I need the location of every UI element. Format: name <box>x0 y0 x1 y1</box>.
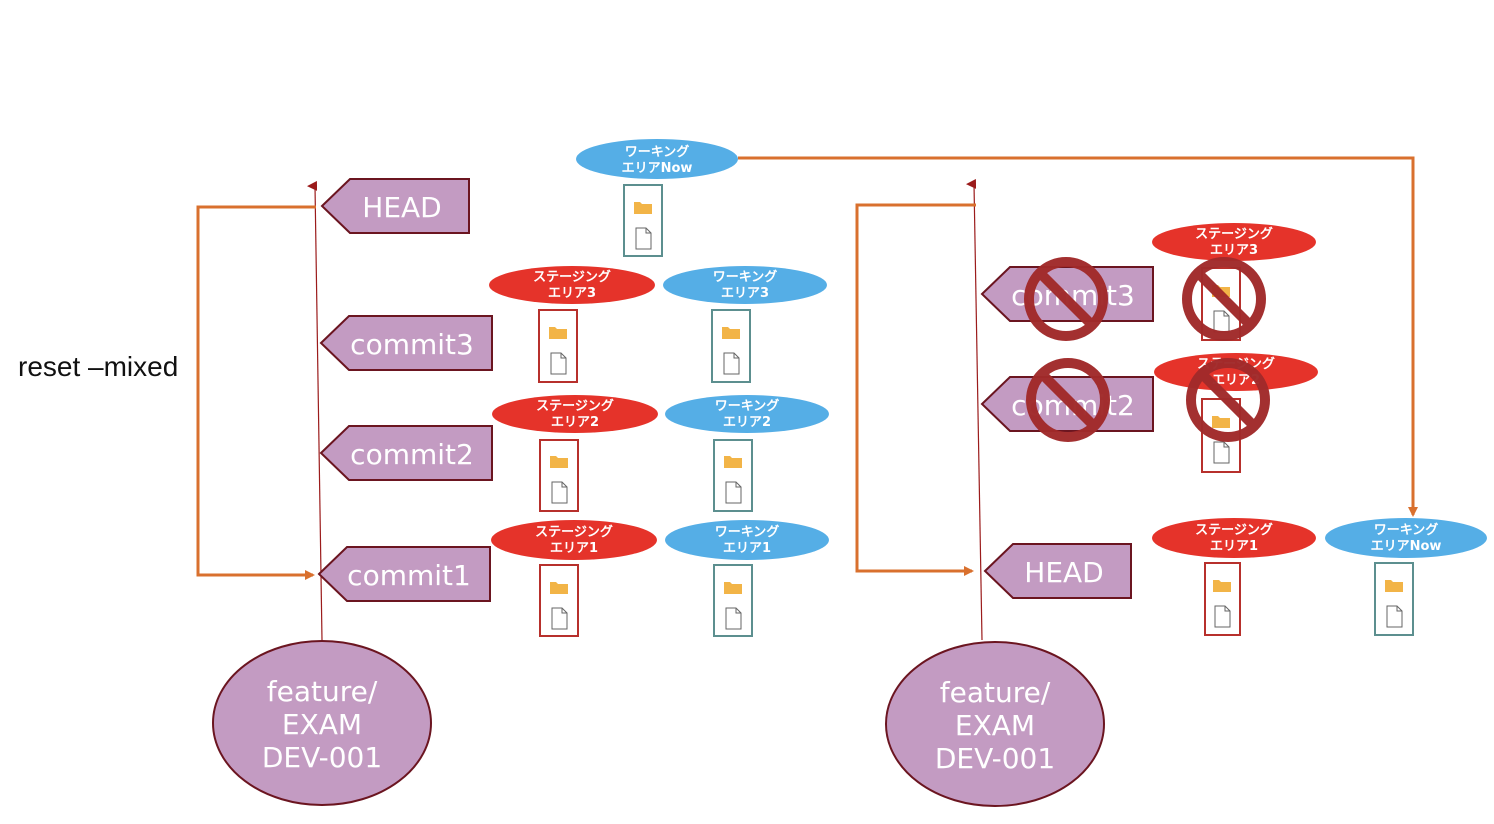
prohibit-icon <box>1024 257 1108 341</box>
right-branch-line1: feature/ <box>940 676 1051 709</box>
left-reset-arrow <box>196 205 316 580</box>
left-staging-area2: ステージング エリア2 <box>492 395 658 512</box>
left-working2-line1: ワーキング <box>715 398 780 414</box>
prohibit-icon <box>1182 257 1266 341</box>
left-working3-line2: エリア3 <box>721 286 769 301</box>
right-branch-line2: EXAM <box>955 709 1035 742</box>
left-head-label: HEAD <box>362 191 441 224</box>
left-staging-area3: ステージング エリア3 <box>489 266 655 383</box>
left-commit2-label: commit2 <box>350 438 474 471</box>
right-working-now: ワーキング エリアNow <box>1325 518 1487 636</box>
right-staging-area3: ステージング エリア3 <box>1152 223 1316 341</box>
left-commit2-tag: commit2 <box>319 425 493 481</box>
right-head-label: HEAD <box>1024 556 1103 589</box>
left-working-area3: ワーキング エリア3 <box>663 266 827 383</box>
left-branch-ellipse: feature/ EXAM DEV-001 <box>212 640 432 806</box>
left-staging1-line1: ステージング <box>535 524 613 540</box>
reset-mixed-caption: reset –mixed <box>18 351 178 382</box>
left-working-area2: ワーキング エリア2 <box>665 395 829 512</box>
left-commit1-tag: commit1 <box>317 546 491 602</box>
left-working3-line1: ワーキング <box>713 269 778 285</box>
right-branch-ellipse: feature/ EXAM DEV-001 <box>885 641 1105 807</box>
prohibit-icon <box>1026 358 1110 442</box>
left-working-now-line1: ワーキング <box>625 144 690 160</box>
left-staging3-line2: エリア3 <box>548 286 596 301</box>
prohibit-icon <box>1186 358 1270 442</box>
left-timeline-arrow <box>307 180 323 641</box>
left-working2-line2: エリア2 <box>723 415 771 430</box>
right-staging-area1: ステージング エリア1 <box>1152 518 1316 636</box>
left-branch-line1: feature/ <box>267 675 378 708</box>
left-staging2-line2: エリア2 <box>551 415 599 430</box>
left-working-now-line2: エリアNow <box>622 161 693 176</box>
right-staging1-line1: ステージング <box>1195 522 1273 538</box>
right-head-tag: HEAD <box>983 543 1132 599</box>
left-branch-line2: EXAM <box>282 708 362 741</box>
left-staging-area1: ステージング エリア1 <box>491 520 657 637</box>
left-staging2-line1: ステージング <box>536 398 614 414</box>
right-working-now-line2: エリアNow <box>1371 539 1442 554</box>
left-branch-line3: DEV-001 <box>262 741 382 774</box>
working-now-carry-arrow <box>738 156 1418 517</box>
left-staging3-line1: ステージング <box>533 269 611 285</box>
right-staging2-line2: エリア2 <box>1212 373 1260 388</box>
left-working1-line2: エリア1 <box>723 541 771 556</box>
left-working1-line1: ワーキング <box>715 524 780 540</box>
left-commit3-tag: commit3 <box>319 315 493 371</box>
right-working-now-line1: ワーキング <box>1374 522 1439 538</box>
right-timeline-arrow <box>966 178 983 641</box>
right-staging3-line1: ステージング <box>1195 226 1273 242</box>
left-staging1-line2: エリア1 <box>550 541 598 556</box>
left-commit3-label: commit3 <box>350 328 474 361</box>
right-reset-arrow <box>855 203 976 576</box>
left-working-area1: ワーキング エリア1 <box>665 520 829 637</box>
right-staging3-line2: エリア3 <box>1210 243 1258 258</box>
right-staging1-line2: エリア1 <box>1210 539 1258 554</box>
left-head-tag: HEAD <box>320 178 470 234</box>
left-commit1-label: commit1 <box>347 559 471 592</box>
right-branch-line3: DEV-001 <box>935 742 1055 775</box>
left-working-now: ワーキング エリアNow <box>576 139 738 257</box>
